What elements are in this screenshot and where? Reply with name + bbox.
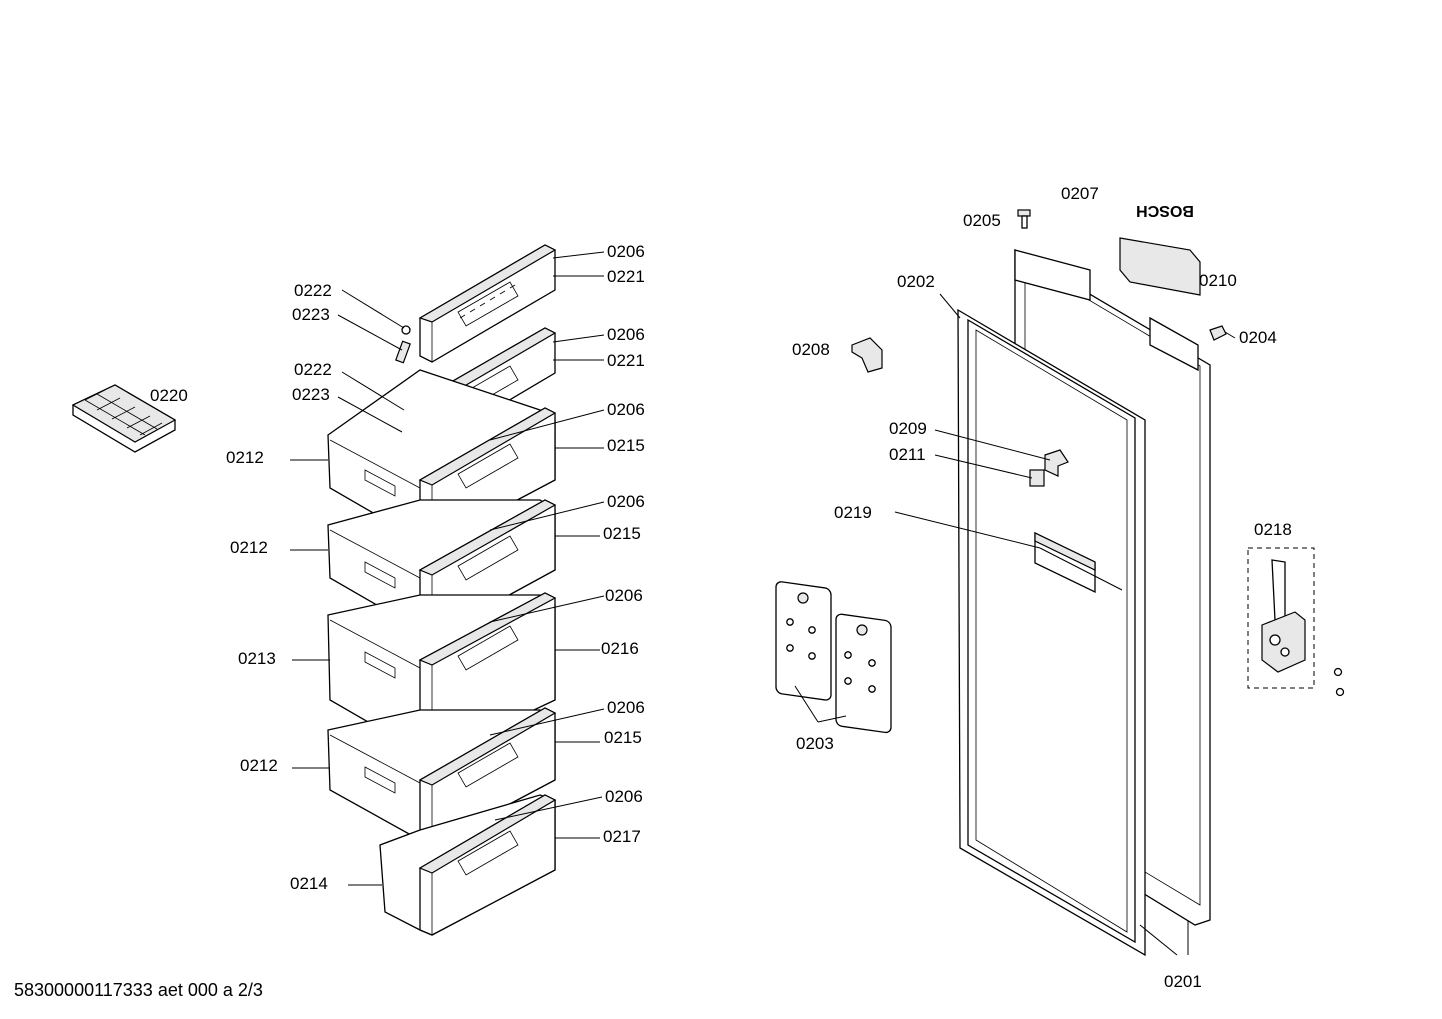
screw-0204 <box>1209 325 1227 341</box>
leader-lines-right <box>794 293 1236 956</box>
label-0206-e: 0206 <box>605 586 643 605</box>
hinge-cover-0204 <box>1149 316 1199 372</box>
screw-0205 <box>1017 209 1031 229</box>
label-0206-b: 0206 <box>607 325 645 344</box>
label-0209: 0209 <box>889 419 927 438</box>
label-0212-a: 0212 <box>226 448 264 467</box>
top-cap <box>1014 249 1091 301</box>
label-0207: 0207 <box>1061 184 1099 203</box>
part-labels: 0206 0221 0222 0223 0206 0221 0222 0223 … <box>150 184 1292 991</box>
label-0212-b: 0212 <box>230 538 268 557</box>
label-0213: 0213 <box>238 649 276 668</box>
brand-mark-bosch: BOSCH <box>1136 202 1194 219</box>
label-0219: 0219 <box>834 503 872 522</box>
label-0217: 0217 <box>603 827 641 846</box>
label-0202: 0202 <box>897 272 935 291</box>
label-0223-b: 0223 <box>292 385 330 404</box>
door-assembly: BOSCH <box>775 202 1345 957</box>
label-0208: 0208 <box>792 340 830 359</box>
hinge-assembly-0218 <box>1247 547 1345 697</box>
ice-tray-0220 <box>71 384 177 453</box>
label-0218: 0218 <box>1254 520 1292 539</box>
drawer-0212-third <box>327 707 557 846</box>
label-0220: 0220 <box>150 386 188 405</box>
leader-lines-left <box>290 251 605 886</box>
label-0210: 0210 <box>1199 271 1237 290</box>
bracket-0209 <box>1044 449 1069 477</box>
door-gasket-0202 <box>957 308 1146 957</box>
label-0216: 0216 <box>601 639 639 658</box>
label-0215-b: 0215 <box>603 524 641 543</box>
label-0205: 0205 <box>963 211 1001 230</box>
label-0215-c: 0215 <box>604 728 642 747</box>
label-0221-a: 0221 <box>607 267 645 286</box>
cold-packs-0203 <box>775 581 892 734</box>
label-0206-g: 0206 <box>605 787 643 806</box>
label-0211: 0211 <box>889 445 926 464</box>
label-0215-a: 0215 <box>607 436 645 455</box>
label-0206-d: 0206 <box>607 492 645 511</box>
top-cover-0210 <box>1119 237 1201 296</box>
drawer-0214 <box>379 794 557 936</box>
label-0223-a: 0223 <box>292 305 330 324</box>
label-0204: 0204 <box>1239 328 1277 347</box>
label-0206-a: 0206 <box>607 242 645 261</box>
label-0221-b: 0221 <box>607 351 645 370</box>
document-reference: 58300000117333 aet 000 a 2/3 <box>14 980 263 1000</box>
front-panel-0221-top <box>418 244 557 363</box>
plate-0211 <box>1029 469 1045 487</box>
label-0201: 0201 <box>1164 972 1202 991</box>
label-0212-c: 0212 <box>240 756 278 775</box>
label-0222-b: 0222 <box>294 360 332 379</box>
clip-0208 <box>851 337 883 373</box>
label-0206-c: 0206 <box>607 400 645 419</box>
label-0206-f: 0206 <box>607 698 645 717</box>
label-0203: 0203 <box>796 734 834 753</box>
label-0214: 0214 <box>290 874 328 893</box>
drawer-assembly <box>71 244 605 936</box>
label-0222-a: 0222 <box>294 281 332 300</box>
